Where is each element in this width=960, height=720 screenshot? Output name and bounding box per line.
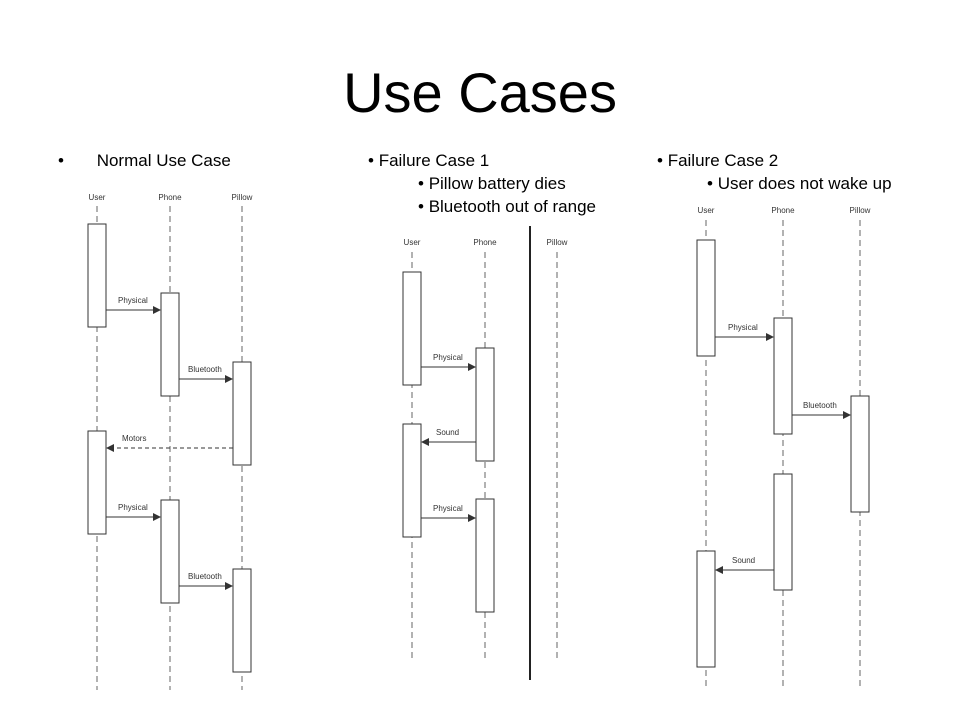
participant-pillow-label: Pillow bbox=[850, 206, 871, 215]
message-label: Bluetooth bbox=[803, 401, 837, 410]
activation-box bbox=[160, 292, 180, 397]
participant-phone-label: Phone bbox=[473, 238, 497, 247]
bullet-dot: • bbox=[657, 151, 663, 170]
activation-box bbox=[696, 550, 716, 668]
message-label: Physical bbox=[118, 296, 148, 305]
activation-box bbox=[696, 239, 716, 357]
activation-box bbox=[773, 317, 793, 435]
bullet-dot: • bbox=[58, 151, 64, 170]
activation-box bbox=[402, 271, 422, 386]
participant-user-label: User bbox=[89, 193, 106, 202]
normal-use-case-heading: • Normal Use Case bbox=[58, 151, 231, 170]
message-label: Sound bbox=[436, 428, 459, 437]
slide-title: Use Cases bbox=[343, 61, 617, 124]
participant-pillow-label: Pillow bbox=[232, 193, 253, 202]
activation-box bbox=[232, 361, 252, 466]
participant-phone-label: Phone bbox=[158, 193, 182, 202]
activation-box bbox=[475, 347, 495, 462]
activation-box bbox=[160, 499, 180, 604]
message-label: Motors bbox=[122, 434, 146, 443]
activation-box bbox=[87, 430, 107, 535]
bullet-dot: • bbox=[368, 151, 374, 170]
bullet-dot: • bbox=[418, 197, 424, 216]
message-label: Bluetooth bbox=[188, 365, 222, 374]
failure-case-1-diagram: User Phone Pillow Physical Sound Physica… bbox=[402, 226, 568, 680]
message-label: Physical bbox=[433, 353, 463, 362]
activation-box bbox=[232, 568, 252, 673]
failure-case-1-subitem: • Pillow battery dies bbox=[418, 174, 566, 193]
activation-box bbox=[850, 395, 870, 513]
activation-box bbox=[402, 423, 422, 538]
participant-user-label: User bbox=[698, 206, 715, 215]
activation-box bbox=[87, 223, 107, 328]
failure-case-1-subitem: • Bluetooth out of range bbox=[418, 197, 596, 216]
activation-box bbox=[475, 498, 495, 613]
message-label: Physical bbox=[728, 323, 758, 332]
failure-case-1-heading: • Failure Case 1 bbox=[368, 151, 490, 170]
failure-case-2-diagram: User Phone Pillow Physical Bluetooth Sou… bbox=[696, 206, 871, 688]
message-label: Sound bbox=[732, 556, 755, 565]
failure-case-2-subitem: • User does not wake up bbox=[707, 174, 892, 193]
participant-pillow-label: Pillow bbox=[547, 238, 568, 247]
bullet-dot: • bbox=[707, 174, 713, 193]
participant-phone-label: Phone bbox=[771, 206, 795, 215]
bullet-dot: • bbox=[418, 174, 424, 193]
participant-user-label: User bbox=[404, 238, 421, 247]
normal-use-case-diagram: User Phone Pillow Physical Bluetooth Mot… bbox=[87, 193, 253, 690]
message-label: Bluetooth bbox=[188, 572, 222, 581]
message-label: Physical bbox=[433, 504, 463, 513]
message-label: Physical bbox=[118, 503, 148, 512]
activation-box bbox=[773, 473, 793, 591]
failure-case-2-heading: • Failure Case 2 bbox=[657, 151, 779, 170]
